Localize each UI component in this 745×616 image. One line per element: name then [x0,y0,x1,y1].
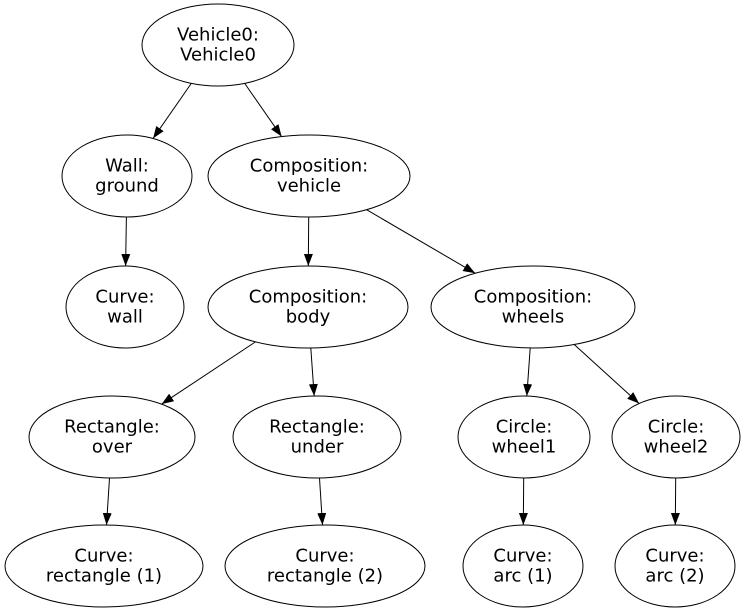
node-label-vehicle0-line1: Vehicle0: [177,25,259,46]
node-label-curve_rectangle_2-line1: Curve: [295,546,354,567]
node-ellipse-curve_wall [65,265,185,349]
node-composition_wheels: Composition:wheels [430,265,636,349]
node-composition_body: Composition:body [207,265,409,349]
node-label-curve_rectangle_2-line2: rectangle (2) [267,566,383,587]
node-ellipse-composition_vehicle [207,134,411,218]
edge-rectangle_under-curve_rectangle_2 [317,477,327,526]
node-ellipse-wall_ground [61,134,193,218]
edge-vehicle0-composition_vehicle [244,83,283,137]
node-label-rectangle_under-line1: Rectangle: [269,417,365,438]
node-circle_wheel1: Circle:wheel1 [457,395,591,479]
node-label-composition_vehicle-line2: vehicle [277,176,341,197]
node-circle_wheel2: Circle:wheel2 [611,395,741,479]
node-label-curve_arc_1-line1: Curve: [493,546,552,567]
node-label-rectangle_over-line1: Rectangle: [64,417,160,438]
node-curve_wall: Curve:wall [65,265,185,349]
edge-composition_vehicle-composition_wheels [366,209,476,274]
edge-vehicle0-wall_ground [152,83,192,139]
node-label-wall_ground-line1: Wall: [105,156,149,177]
node-label-composition_wheels-line2: wheels [502,307,565,328]
node-label-curve_wall-line1: Curve: [95,287,154,308]
node-label-curve_arc_1-line2: arc (1) [493,566,552,587]
node-label-curve_wall-line2: wall [107,307,143,328]
node-curve_arc_1: Curve:arc (1) [462,524,584,608]
node-ellipse-composition_wheels [430,265,636,349]
node-label-circle_wheel2-line2: wheel2 [644,437,709,458]
edge-wall_ground-curve_wall [121,216,131,267]
edges-layer [102,83,680,526]
node-label-rectangle_under-line2: under [291,437,344,458]
node-label-circle_wheel1-line2: wheel1 [492,437,557,458]
edge-composition_wheels-circle_wheel2 [573,344,640,404]
edge-rectangle_over-curve_rectangle_1 [102,477,112,526]
node-wall_ground: Wall:ground [61,134,193,218]
node-curve_rectangle_1: Curve:rectangle (1) [4,524,204,608]
node-rectangle_over: Rectangle:over [28,395,196,479]
edge-composition_body-rectangle_under [308,347,318,397]
node-ellipse-composition_body [207,265,409,349]
node-label-composition_wheels-line1: Composition: [474,287,592,308]
node-curve_arc_2: Curve:arc (2) [614,524,736,608]
node-ellipse-rectangle_over [28,395,196,479]
node-curve_rectangle_2: Curve:rectangle (2) [224,524,426,608]
node-label-curve_rectangle_1-line1: Curve: [74,546,133,567]
node-ellipse-vehicle0 [141,3,295,87]
edge-composition_body-rectangle_over [161,341,256,405]
node-vehicle0: Vehicle0:Vehicle0 [141,3,295,87]
node-ellipse-rectangle_under [232,395,402,479]
node-rectangle_under: Rectangle:under [232,395,402,479]
node-label-composition_vehicle-line1: Composition: [250,156,368,177]
node-ellipse-curve_arc_2 [614,524,736,608]
node-label-wall_ground-line2: ground [95,176,159,197]
node-label-vehicle0-line2: Vehicle0 [180,45,256,66]
node-composition_vehicle: Composition:vehicle [207,134,411,218]
node-ellipse-circle_wheel1 [457,395,591,479]
node-label-curve_arc_2-line1: Curve: [645,546,704,567]
node-label-composition_body-line2: body [286,307,331,328]
node-label-circle_wheel1-line1: Circle: [496,417,553,438]
node-label-curve_arc_2-line2: arc (2) [645,566,704,587]
node-label-curve_rectangle_1-line2: rectangle (1) [46,566,162,587]
nodes-layer: Vehicle0:Vehicle0Wall:groundComposition:… [4,3,741,608]
node-ellipse-curve_arc_1 [462,524,584,608]
node-ellipse-curve_rectangle_1 [4,524,204,608]
node-ellipse-curve_rectangle_2 [224,524,426,608]
node-ellipse-circle_wheel2 [611,395,741,479]
edge-composition_wheels-circle_wheel1 [523,347,533,397]
node-label-circle_wheel2-line1: Circle: [648,417,705,438]
node-label-composition_body-line1: Composition: [249,287,367,308]
node-label-rectangle_over-line2: over [92,437,133,458]
